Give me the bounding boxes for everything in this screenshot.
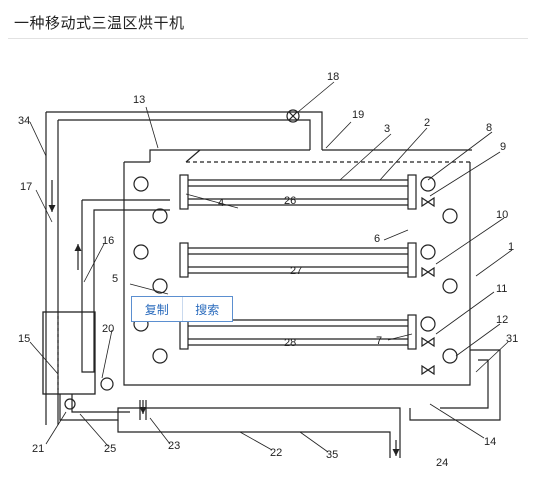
- callout-1: 1: [508, 241, 514, 253]
- conveyor-belts: [179, 174, 417, 350]
- callout-2: 2: [424, 117, 430, 129]
- callout-19: 19: [352, 109, 364, 121]
- dryer-schematic: 18 13 19 34 3 2 8 9 17 4 26 10 6 16 1 27…: [18, 71, 518, 469]
- callout-6: 6: [374, 233, 380, 245]
- selection-popup: 复制 搜索: [131, 296, 233, 322]
- callout-11: 11: [496, 283, 507, 295]
- callout-3: 3: [384, 123, 390, 135]
- callout-35: 35: [326, 449, 338, 461]
- callout-28: 28: [284, 337, 296, 349]
- callout-9: 9: [500, 141, 506, 153]
- search-button[interactable]: 搜索: [181, 297, 233, 321]
- callout-13: 13: [133, 94, 145, 106]
- callout-7: 7: [376, 335, 382, 347]
- callout-15: 15: [18, 333, 30, 345]
- callout-31: 31: [506, 333, 518, 345]
- callout-23: 23: [168, 440, 180, 452]
- callout-21: 21: [32, 443, 44, 455]
- fan-18: [286, 109, 300, 123]
- dryer-housing: [123, 162, 471, 386]
- callout-27: 27: [290, 265, 302, 277]
- callout-20: 20: [102, 323, 114, 335]
- callout-25: 25: [104, 443, 116, 455]
- exhaust-pipe: [117, 420, 401, 458]
- callout-17: 17: [20, 181, 32, 193]
- page-title: 一种移动式三温区烘干机: [14, 14, 185, 32]
- callout-5: 5: [112, 273, 118, 285]
- callout-26: 26: [284, 195, 296, 207]
- title-divider: [8, 38, 528, 39]
- callout-34: 34: [18, 115, 30, 127]
- callout-8: 8: [486, 122, 492, 134]
- return-duct: [45, 112, 59, 425]
- callout-10: 10: [496, 209, 508, 221]
- callout-22: 22: [270, 447, 282, 459]
- rollers: [133, 176, 458, 364]
- callout-24: 24: [436, 457, 448, 469]
- callout-12: 12: [496, 314, 508, 326]
- heater-15: [42, 311, 96, 395]
- copy-button[interactable]: 复制: [144, 302, 169, 317]
- callout-16: 16: [102, 235, 114, 247]
- callout-14: 14: [484, 436, 496, 448]
- callout-4: 4: [218, 197, 224, 209]
- callout-18: 18: [327, 71, 339, 83]
- blower-20: [100, 377, 114, 391]
